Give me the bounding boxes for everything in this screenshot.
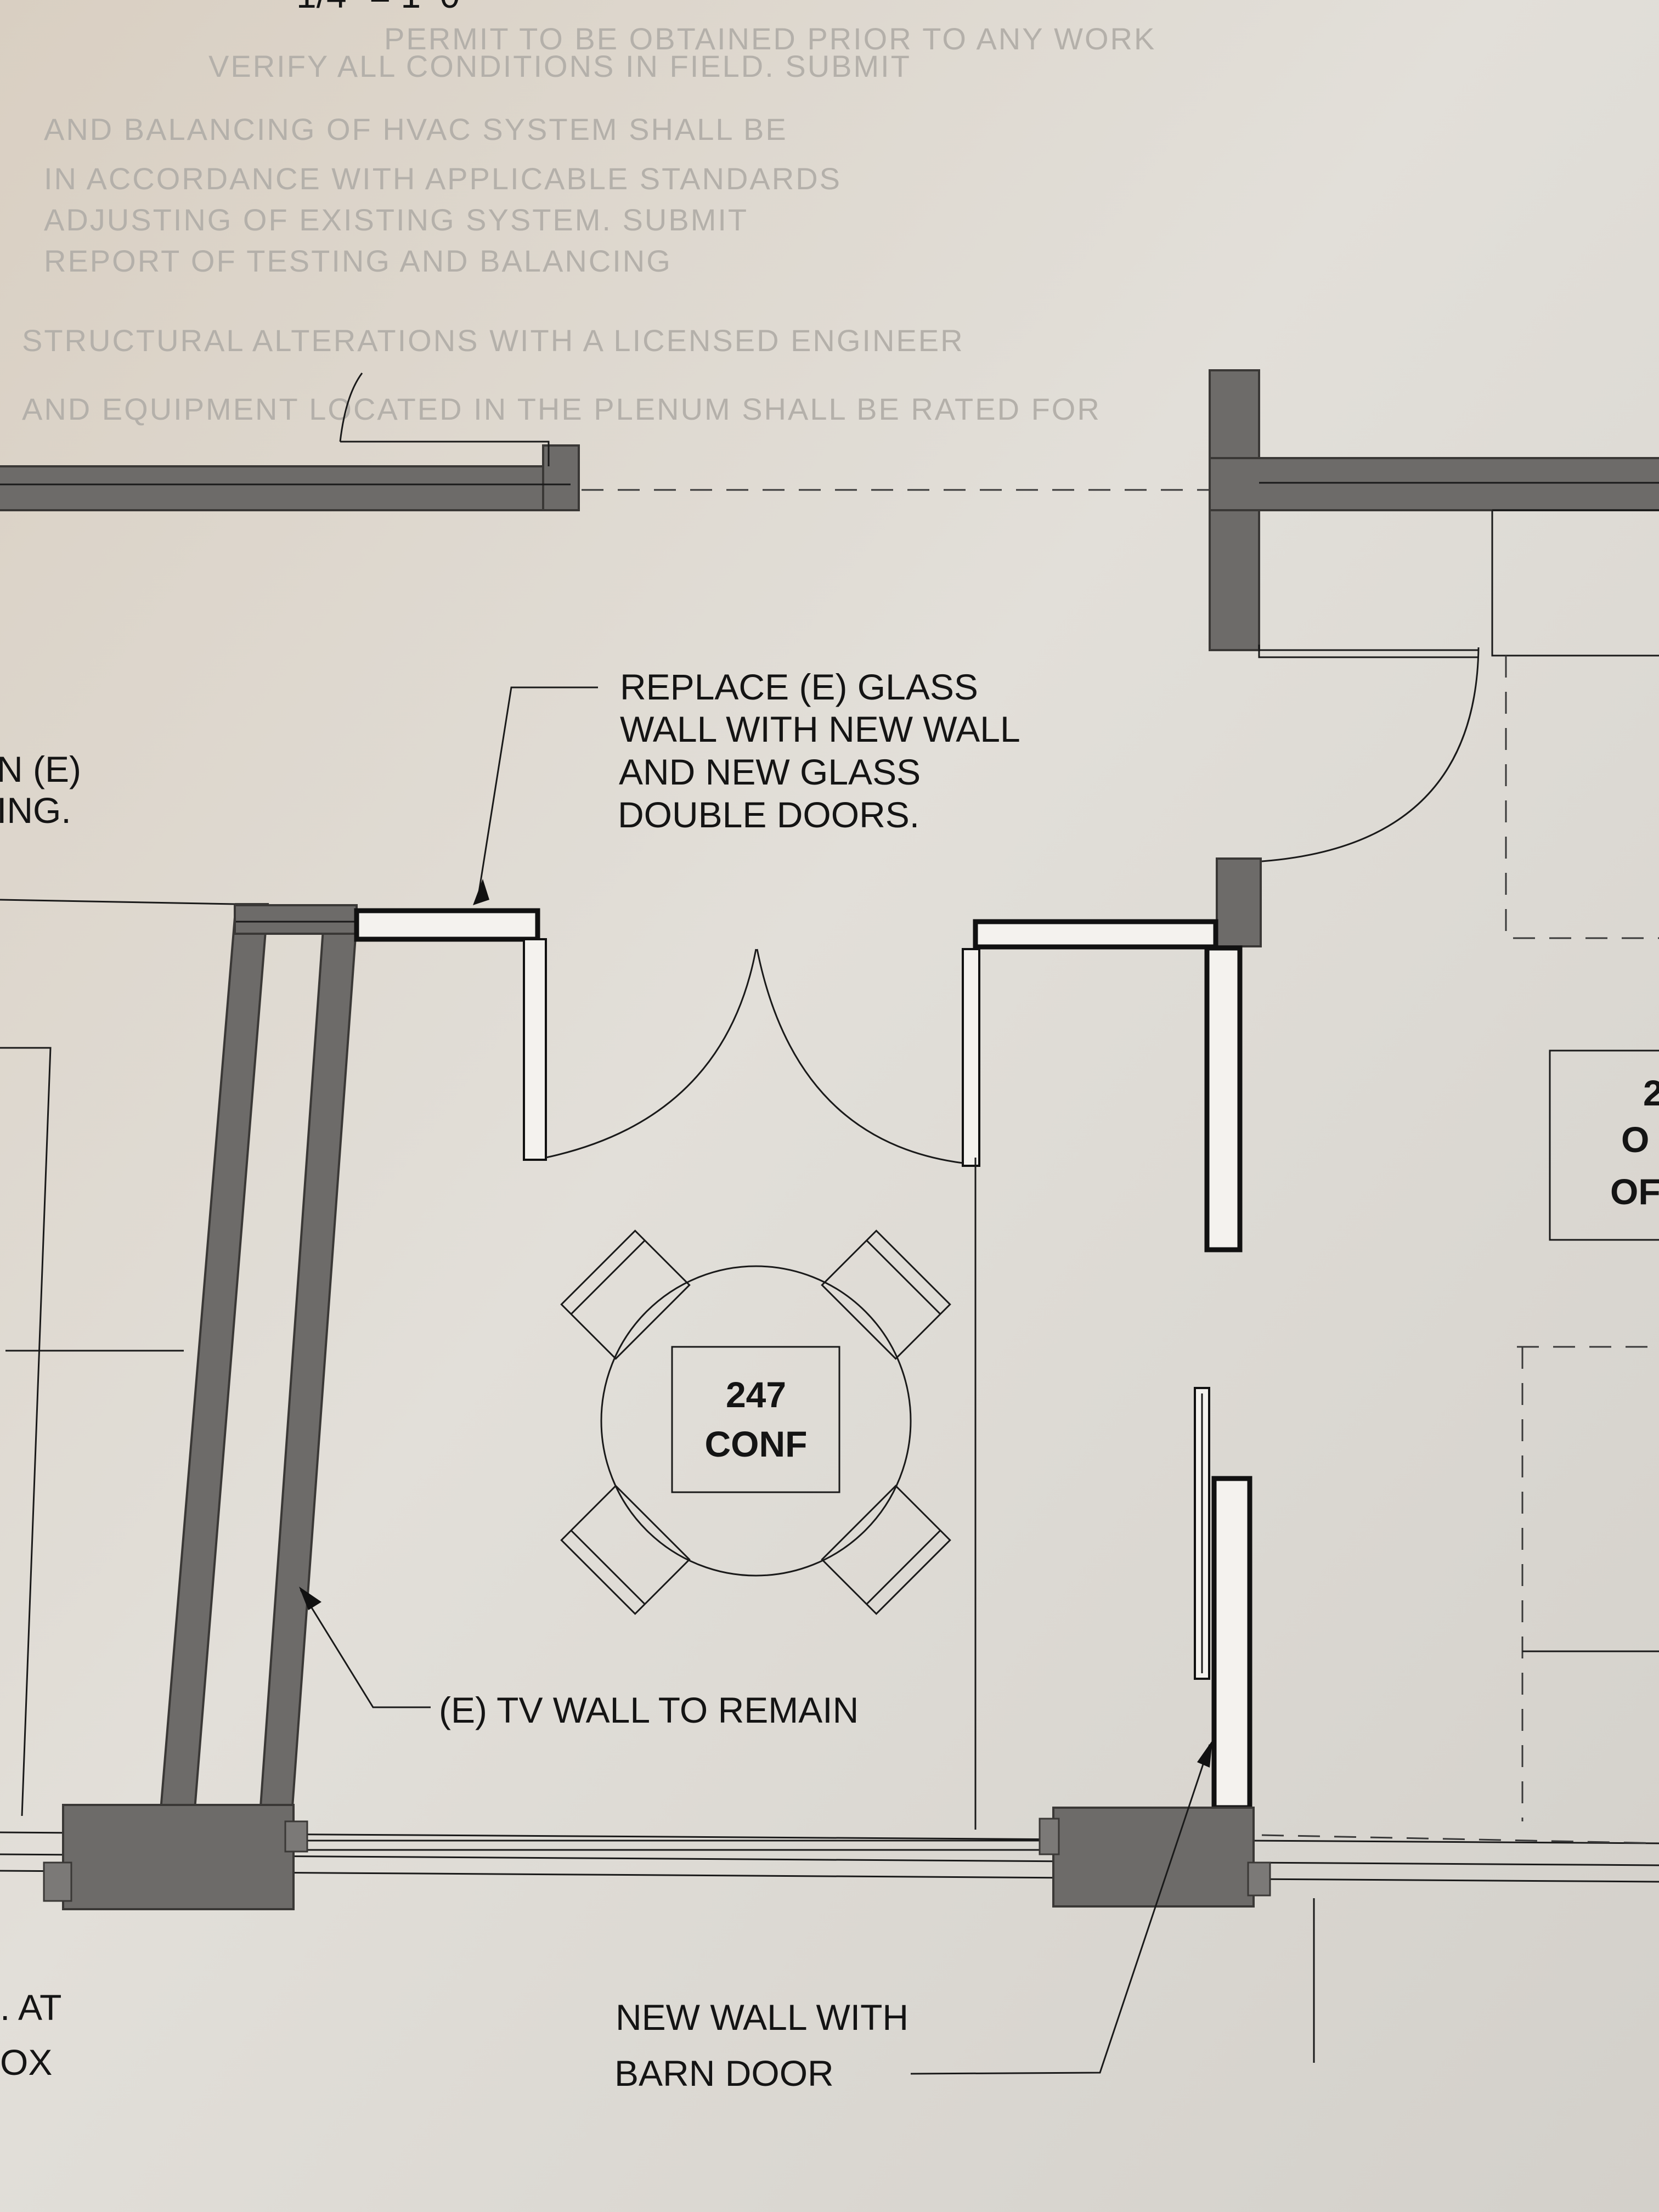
room-name: CONF <box>705 1424 808 1464</box>
general-note: VERIFY ALL CONDITIONS IN FIELD. SUBMIT <box>208 49 911 83</box>
general-note: AND EQUIPMENT LOCATED IN THE PLENUM SHAL… <box>22 392 1101 426</box>
chair <box>821 1229 951 1360</box>
left-partial-label: ING. <box>0 790 71 831</box>
general-notes: PERMIT TO BE OBTAINED PRIOR TO ANY WORK … <box>22 21 1156 426</box>
chair <box>821 1485 951 1615</box>
barn-door <box>1194 1387 1252 1810</box>
exterior-wall-bottom <box>0 1804 1659 2063</box>
chair <box>560 1485 691 1615</box>
room-number: 247 <box>726 1374 786 1415</box>
right-room-outlines <box>1491 509 1659 1821</box>
new-wall-east <box>974 945 1243 1830</box>
existing-wall-top-left <box>0 373 580 511</box>
callout-barn-door: NEW WALL WITH BARN DOOR <box>614 1740 1212 2094</box>
left-partial-label: N (E) <box>0 749 81 789</box>
callout-text: AND NEW GLASS <box>619 752 921 792</box>
callout-text: REPLACE (E) GLASS <box>620 667 978 707</box>
callout-text: (E) TV WALL TO REMAIN <box>439 1690 859 1730</box>
callout-text: DOUBLE DOORS. <box>618 794 919 835</box>
callout-text: WALL WITH NEW WALL <box>620 709 1020 749</box>
callout-text: NEW WALL WITH <box>616 1997 909 2038</box>
general-note: PERMIT TO BE OBTAINED PRIOR TO ANY WORK <box>384 21 1156 56</box>
new-glass-wall <box>354 908 1218 950</box>
callout-tv-wall: (E) TV WALL TO REMAIN <box>299 1587 859 1730</box>
right-partial-label: O <box>1621 1119 1649 1160</box>
door-swing-arc <box>756 949 963 1164</box>
bottom-left-partial-label: . AT <box>0 1987 61 2028</box>
existing-wall-top-right <box>1209 369 1659 947</box>
general-note: ADJUSTING OF EXISTING SYSTEM. SUBMIT <box>44 202 748 237</box>
right-partial-label: OF <box>1610 1171 1659 1212</box>
bottom-left-partial-label: OX <box>0 2042 52 2083</box>
door-swing-arc <box>1261 647 1480 862</box>
existing-tv-wall <box>157 903 358 1831</box>
callout-text: BARN DOOR <box>614 2053 834 2094</box>
double-doors <box>523 938 980 1167</box>
chair <box>560 1229 691 1360</box>
general-note: STRUCTURAL ALTERATIONS WITH A LICENSED E… <box>22 323 964 358</box>
scale-note: 1/4" = 1'-0" <box>296 0 473 15</box>
general-note: REPORT OF TESTING AND BALANCING <box>44 244 672 278</box>
right-partial-label: 2 <box>1643 1073 1659 1113</box>
general-note: IN ACCORDANCE WITH APPLICABLE STANDARDS <box>44 161 842 196</box>
door-swing-arc <box>545 949 757 1159</box>
general-note: AND BALANCING OF HVAC SYSTEM SHALL BE <box>44 112 788 146</box>
conference-table <box>560 1229 951 1615</box>
callout-replace-glass: REPLACE (E) GLASS WALL WITH NEW WALL AND… <box>473 667 1020 905</box>
left-room-outlines <box>0 899 236 1816</box>
